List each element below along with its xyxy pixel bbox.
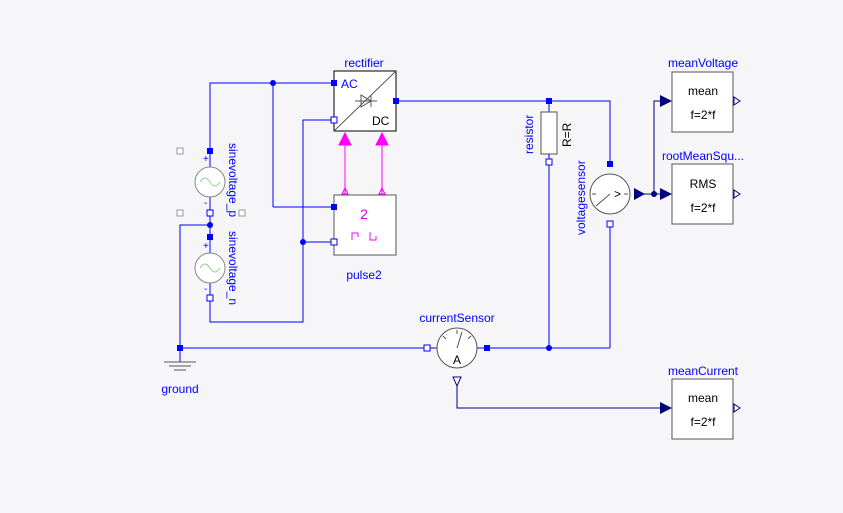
ground-icon	[164, 361, 196, 371]
currentSensor-output-icon[interactable]	[452, 376, 462, 388]
pulse-waveform-icon	[351, 232, 377, 241]
meanVoltage-function: mean	[688, 84, 718, 98]
voltagesensor-component[interactable]: > voltagesensor	[574, 160, 645, 235]
currentSensor-port-right[interactable]	[484, 345, 490, 351]
voltagesensor-port-top[interactable]	[607, 161, 613, 167]
currentSensor-port-left[interactable]	[423, 344, 431, 352]
rootMeanSquare-component[interactable]: rootMeanSqu... RMS f=2*f	[660, 149, 744, 225]
sinevoltage-p-component[interactable]: + - sinevoltage_p	[176, 143, 246, 217]
rootMeanSquare-output-icon[interactable]	[733, 189, 741, 199]
voltagesensor-symbol: >	[614, 187, 621, 201]
fire-arrow-up-icon	[338, 131, 352, 146]
resistor-param: R=R	[560, 122, 574, 147]
fire-output-icon	[341, 186, 349, 195]
meanVoltage-body	[671, 71, 734, 133]
junction-dot	[300, 239, 306, 245]
selection-handle	[176, 209, 184, 217]
junction-dot	[207, 222, 213, 228]
sine-wave-icon	[199, 177, 221, 187]
firing-signals	[338, 131, 389, 195]
meanCurrent-function: mean	[688, 391, 718, 405]
junction-dots	[207, 80, 657, 351]
currentSensor-component[interactable]: currentSensor A	[419, 311, 495, 388]
meanVoltage-output-icon[interactable]	[733, 96, 741, 106]
wire-ac-bottom[interactable]	[209, 119, 334, 323]
wire-dc-positive[interactable]	[396, 100, 611, 164]
sinevoltage-n-label: sinevoltage_n	[226, 231, 240, 305]
minus-icon: -	[204, 284, 207, 295]
pulse2-port-ac[interactable]	[331, 204, 337, 210]
resistor-port-top[interactable]	[546, 98, 552, 104]
pulse2-value: 2	[360, 206, 368, 222]
pulse2-port-neg[interactable]	[330, 238, 338, 246]
rectifier-ac-label: AC	[341, 77, 358, 91]
currentSensor-label: currentSensor	[419, 311, 494, 325]
resistor-component[interactable]: resistor R=R	[522, 98, 574, 166]
meanCurrent-label: meanCurrent	[668, 364, 739, 378]
junction-dot	[651, 191, 657, 197]
resistor-port-bottom[interactable]	[545, 158, 553, 166]
currentSensor-symbol: A	[453, 353, 461, 367]
selection-handle	[238, 209, 246, 217]
rootMeanSquare-label: rootMeanSqu...	[662, 149, 744, 163]
meanVoltage-component[interactable]: meanVoltage mean f=2*f	[660, 56, 741, 133]
sinevoltage-p-port-top[interactable]	[207, 148, 213, 154]
meanVoltage-label: meanVoltage	[668, 56, 738, 70]
meanCurrent-input-icon[interactable]	[660, 402, 672, 414]
rootMeanSquare-body	[671, 163, 734, 225]
wire-ac-top[interactable]	[209, 82, 334, 151]
meanCurrent-component[interactable]: meanCurrent mean f=2*f	[660, 364, 741, 440]
pulse2-component[interactable]: 2 pulse2	[330, 194, 397, 282]
rootMeanSquare-param: f=2*f	[690, 201, 716, 215]
rectifier-port-ac2[interactable]	[330, 116, 338, 124]
selection-handle	[176, 147, 184, 155]
wire-mid-ground[interactable]	[179, 224, 210, 348]
plus-icon: +	[203, 154, 209, 165]
rectifier-dc-label: DC	[372, 114, 390, 128]
ammeter-needle-icon	[442, 330, 472, 349]
voltagesensor-port-bottom[interactable]	[606, 220, 614, 228]
ground-label: ground	[161, 382, 198, 396]
sinevoltage-n-port-top[interactable]	[207, 234, 213, 240]
signal-wire-mean-voltage[interactable]	[640, 100, 660, 195]
rootMeanSquare-input-icon[interactable]	[660, 188, 672, 200]
ground-port[interactable]	[177, 345, 183, 351]
meanCurrent-output-icon[interactable]	[733, 403, 741, 413]
meanCurrent-body	[671, 378, 734, 440]
rectifier-label: rectifier	[344, 56, 383, 70]
pulse2-label: pulse2	[346, 268, 382, 282]
sine-wave-icon	[199, 263, 221, 273]
junction-dot	[546, 345, 552, 351]
sinevoltage-n-component[interactable]: + - sinevoltage_n	[194, 231, 240, 305]
sinevoltage-n-port-bottom[interactable]	[206, 294, 214, 302]
resistor-label: resistor	[522, 115, 536, 154]
voltmeter-needle-icon	[592, 193, 628, 207]
ground-component[interactable]: ground	[161, 345, 199, 396]
electrical-wires	[179, 82, 611, 349]
plus-icon: +	[203, 241, 209, 252]
rootMeanSquare-function: RMS	[690, 177, 717, 191]
signal-wire-mean-current[interactable]	[456, 386, 660, 409]
rectifier-port-dc-positive[interactable]	[393, 98, 399, 104]
fire-output-icon	[378, 186, 386, 195]
meanVoltage-input-icon[interactable]	[660, 95, 672, 107]
rectifier-port-ac1[interactable]	[331, 80, 337, 86]
minus-icon: -	[204, 198, 207, 209]
junction-dot	[270, 80, 276, 86]
sinevoltage-p-label: sinevoltage_p	[226, 143, 240, 217]
sinevoltage-p-port-bottom[interactable]	[206, 209, 214, 217]
diode-icon	[355, 94, 377, 108]
rectifier-component[interactable]: rectifier AC DC	[330, 56, 399, 132]
meanVoltage-param: f=2*f	[690, 108, 716, 122]
pulse2-body	[333, 194, 397, 256]
voltagesensor-label: voltagesensor	[574, 160, 588, 235]
meanCurrent-param: f=2*f	[690, 415, 716, 429]
voltagesensor-output-icon[interactable]	[634, 188, 645, 200]
fire-arrow-up-icon	[375, 131, 389, 146]
resistor-body	[540, 111, 558, 155]
signal-wires	[456, 100, 660, 409]
